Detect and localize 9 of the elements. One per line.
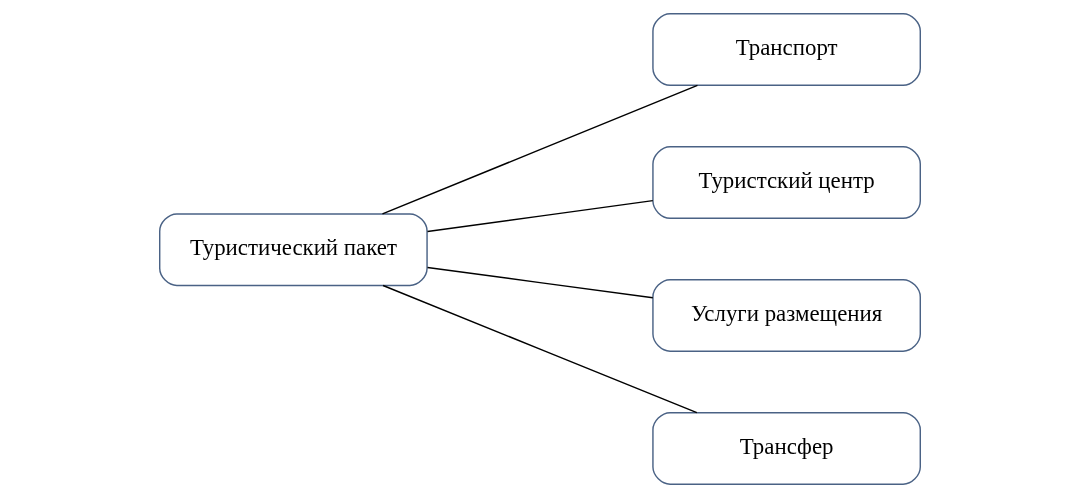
connector <box>426 266 653 299</box>
node-box: Туристский центр <box>651 146 921 219</box>
connector <box>426 199 653 233</box>
connector <box>381 284 698 414</box>
connector <box>381 84 698 215</box>
node-box: Трансфер <box>651 411 921 485</box>
node-box: Туристический пакет <box>158 213 428 287</box>
node-box: Услуги размещения <box>651 279 921 352</box>
node-box: Транспорт <box>651 13 921 87</box>
